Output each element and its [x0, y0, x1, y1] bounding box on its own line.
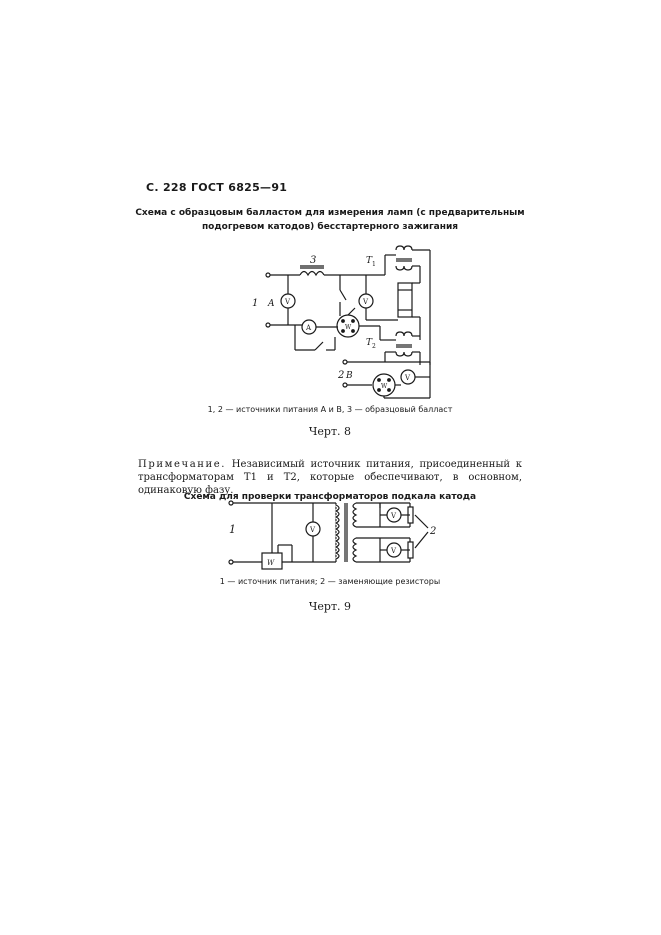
- figure8-title: Схема с образцовым балластом для измерен…: [120, 206, 540, 234]
- page-header: С. 228 ГОСТ 6825—91: [146, 181, 288, 194]
- label-2: 2: [337, 370, 344, 381]
- terminal: [265, 272, 271, 278]
- figure9-title: Схема для проверки трансформаторов подка…: [183, 492, 477, 502]
- label-b: B: [345, 371, 353, 381]
- voltmeter-label: V: [390, 512, 397, 520]
- label-t1-sub: 1: [372, 261, 376, 268]
- transformer-t1-primary: [395, 245, 413, 251]
- figure8-caption: 1, 2 — источники питания A и B, 3 — обра…: [207, 405, 453, 414]
- note-label: Примечание.: [138, 459, 227, 470]
- note-paragraph: Примечание. Независимый источник питания…: [138, 458, 522, 497]
- label-t2-sub: 2: [372, 343, 376, 350]
- label-a: A: [267, 299, 275, 309]
- figure9-caption: 1 — источник питания; 2 — заменяющие рез…: [219, 577, 441, 586]
- transformer-secondary-1: [352, 502, 358, 528]
- wattmeter-label: W: [381, 383, 388, 390]
- voltmeter-label: V: [309, 526, 316, 534]
- transformer-secondary-2: [352, 537, 358, 563]
- wattmeter-label: W: [345, 324, 352, 331]
- figure8-title-line2: подогревом катодов) бесстартерного зажиг…: [201, 222, 459, 232]
- ammeter-label: A: [305, 324, 312, 332]
- terminal: [228, 559, 234, 565]
- figure8-title-line1: Схема с образцовым балластом для измерен…: [135, 208, 525, 218]
- label-t2: T: [366, 338, 373, 348]
- figure9-number: Черт. 9: [308, 600, 352, 613]
- voltmeter-label: V: [362, 298, 369, 306]
- label-t1: T: [366, 256, 373, 266]
- voltmeter-label: V: [284, 298, 291, 306]
- transformer-t2-primary: [395, 331, 413, 337]
- figure8-diagram: [265, 245, 431, 399]
- terminal: [265, 322, 271, 328]
- lamp: [397, 282, 413, 318]
- label-1: 1: [252, 298, 258, 309]
- transformer-primary: [334, 504, 340, 560]
- fig9-label-2: 2: [429, 526, 436, 537]
- voltmeter-label: V: [390, 547, 397, 555]
- note-text: Независимый источник питания, присоедине…: [138, 459, 522, 496]
- voltmeter-label: V: [404, 374, 411, 382]
- wattmeter-label: W: [267, 559, 275, 567]
- inductor-ballast: [299, 270, 325, 277]
- label-3: 3: [310, 255, 316, 266]
- figure8-number: Черт. 8: [308, 425, 352, 438]
- fig9-label-1: 1: [229, 523, 236, 536]
- figure9-diagram: [228, 500, 429, 570]
